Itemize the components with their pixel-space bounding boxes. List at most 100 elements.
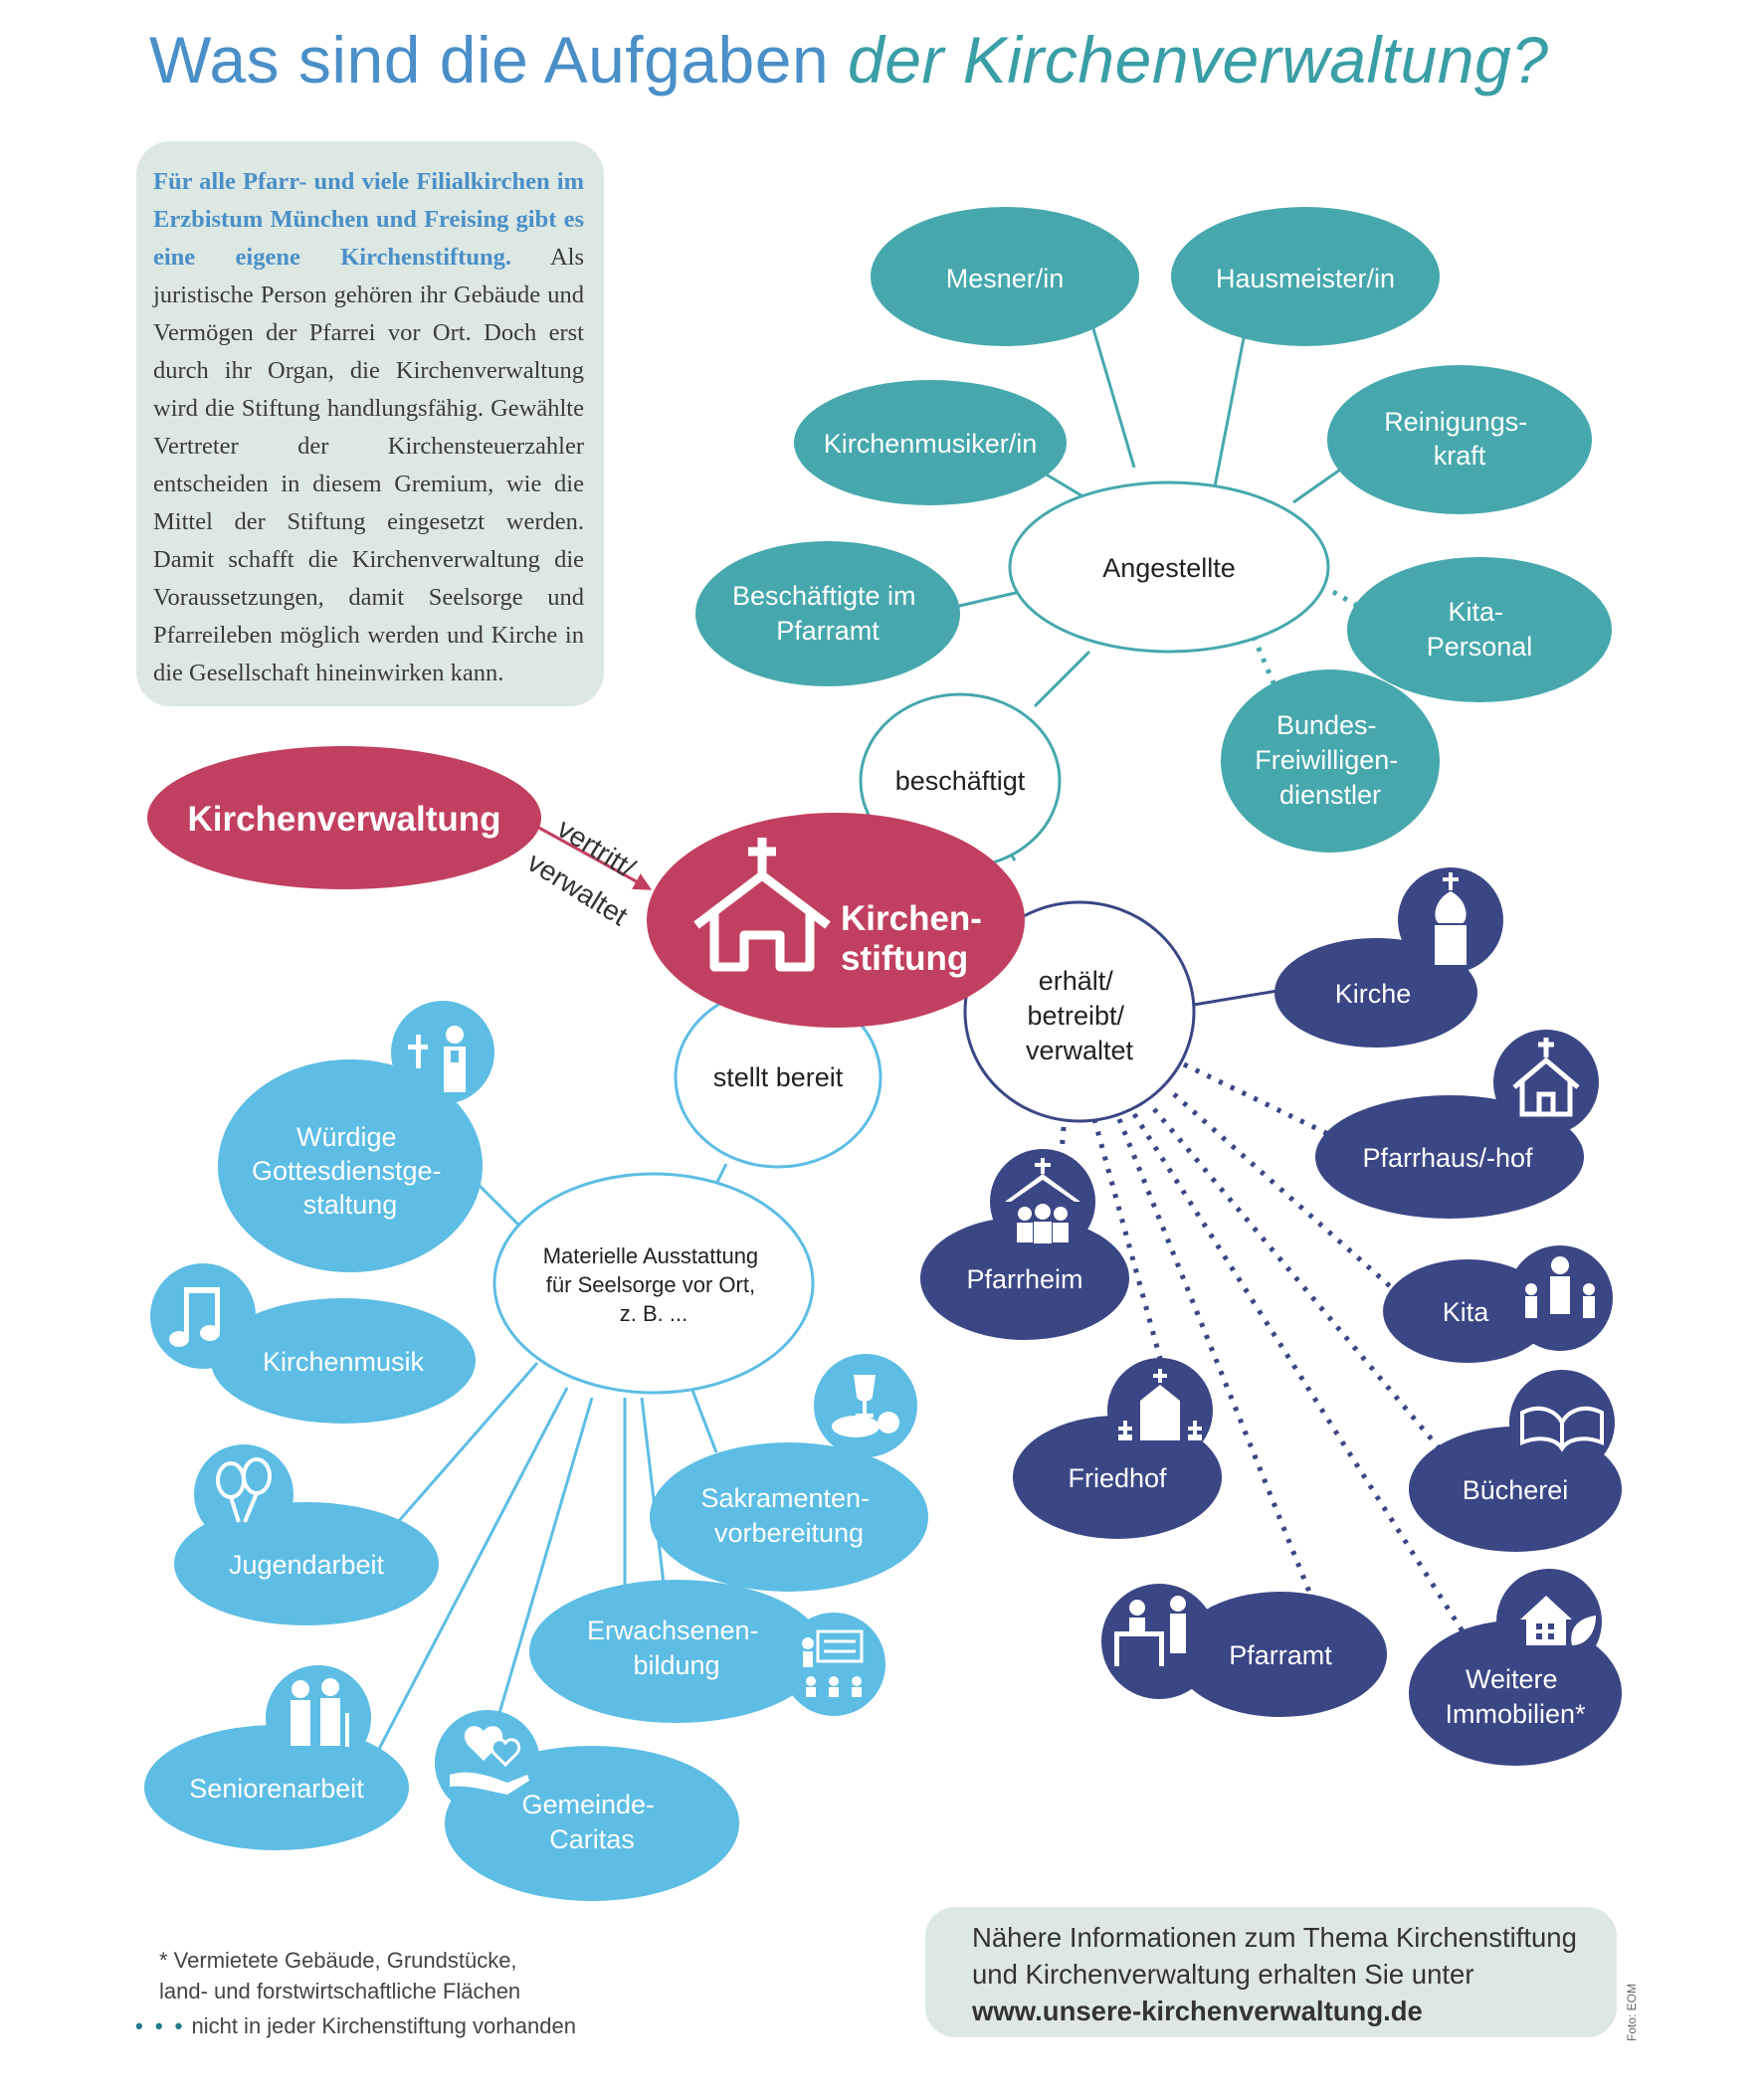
jugendarbeit-label: Jugendarbeit xyxy=(229,1550,385,1580)
node-gemeinde-caritas: Gemeinde- Caritas xyxy=(435,1710,739,1901)
node-pfarrhaus: Pfarrhaus/-hof xyxy=(1315,1030,1599,1219)
house-with-cross-icon xyxy=(1512,1038,1580,1117)
house-with-leaf-icon xyxy=(1520,1596,1596,1645)
erhaelt-label: erhält/ betreibt/ verwaltet xyxy=(1026,966,1134,1065)
reinigung-line-2: kraft xyxy=(1434,441,1486,471)
kirchenmusiker-label: Kirchenmusiker/in xyxy=(824,429,1038,459)
elderly-couple-icon xyxy=(291,1678,349,1747)
gottesdienst-label: Würdige Gottesdienstge- staltung xyxy=(252,1122,449,1220)
title-part2: der Kirchenverwaltung? xyxy=(848,23,1549,96)
materielle-line-1: Materielle Ausstattung xyxy=(543,1243,758,1268)
node-kita: Kita xyxy=(1383,1245,1613,1363)
stellt-bereit-label: stellt bereit xyxy=(713,1062,844,1092)
node-friedhof: Friedhof xyxy=(1013,1358,1222,1539)
info-url-link[interactable]: www.unsere-kirchenverwaltung.de xyxy=(972,1996,1423,2026)
mesner-label: Mesner/in xyxy=(946,264,1065,293)
footnote-star: * Vermietete Gebäude, Grundstücke, land-… xyxy=(159,1948,521,2003)
erhaelt-line-1: erhält/ xyxy=(1039,966,1114,996)
intro-textbox: Für alle Pfarr- und viele Filialkirchen … xyxy=(136,141,604,706)
kita-label: Kita xyxy=(1443,1297,1490,1327)
beschaeftigte-line-2: Pfarramt xyxy=(776,616,880,646)
reinigung-line-1: Reinigungs- xyxy=(1384,407,1527,437)
hands-hearts-icon xyxy=(450,1726,529,1795)
angestellte-hub xyxy=(1008,480,1330,654)
beschaeftigte-line-1: Beschäftigte im xyxy=(732,581,916,611)
node-hausmeister: Hausmeister/in xyxy=(1171,207,1440,346)
activity-nodes: Würdige Gottesdienstge- staltung Kirchen… xyxy=(144,1001,928,1901)
dotted-line-legend-icon: • • • xyxy=(135,2013,186,2038)
beschaeftigt-label: beschäftigt xyxy=(895,766,1026,796)
materielle-label: Materielle Ausstattung für Seelsorge vor… xyxy=(543,1243,765,1326)
kirchenverwaltung-node xyxy=(147,746,541,889)
staff-nodes: Mesner/in Hausmeister/in Kirchenmusiker/… xyxy=(695,207,1612,853)
node-beschaeftigte-pfarramt: Beschäftigte im Pfarramt xyxy=(695,541,960,686)
node-weitere-immobilien: Weitere Immobilien* xyxy=(1409,1569,1622,1766)
erwachsenen-label: Erwachsenen- bildung xyxy=(587,1616,766,1680)
erhaelt-hub xyxy=(963,900,1196,1123)
kirchenstiftung-line-2: stiftung xyxy=(841,939,968,978)
materielle-line-2: für Seelsorge vor Ort, xyxy=(546,1272,755,1297)
intro-body: Als juristische Person gehören ihr Gebäu… xyxy=(153,244,584,686)
open-book-icon xyxy=(1520,1406,1604,1452)
materielle-line-3: z. B. ... xyxy=(620,1301,687,1326)
chalice-bread-icon xyxy=(832,1375,899,1437)
cemetery-chapel-icon xyxy=(1118,1369,1202,1440)
gottesdienst-line-2: Gottesdienstge- xyxy=(252,1156,442,1186)
node-erwachsenenbildung: Erwachsenen- bildung xyxy=(529,1580,885,1723)
erhaelt-line-3: verwaltet xyxy=(1026,1036,1134,1065)
classroom-icon xyxy=(802,1629,864,1697)
info-text: Nähere Informationen zum Thema Kirchenst… xyxy=(972,1922,1577,1990)
sakramente-line-2: vorbereitung xyxy=(714,1518,864,1548)
bundesfreiwillige-line-1: Bundes- xyxy=(1276,710,1377,740)
kirchenverwaltung-label: Kirchenverwaltung xyxy=(187,800,500,839)
caritas-label: Gemeinde- Caritas xyxy=(521,1790,662,1854)
angestellte-label: Angestellte xyxy=(1102,553,1236,583)
gottesdienst-line-1: Würdige xyxy=(296,1122,397,1152)
kirche-label: Kirche xyxy=(1335,979,1412,1009)
node-kita-personal: Kita- Personal xyxy=(1347,557,1612,702)
church-with-group-icon xyxy=(1005,1158,1080,1243)
kita-personal-line-2: Personal xyxy=(1427,632,1533,662)
pfarrheim-label: Pfarrheim xyxy=(966,1264,1082,1294)
hausmeister-label: Hausmeister/in xyxy=(1216,264,1395,293)
buecherei-label: Bücherei xyxy=(1463,1475,1569,1505)
kita-personal-label: Kita- Personal xyxy=(1427,597,1533,662)
sakramente-label: Sakramenten- vorbereitung xyxy=(700,1483,877,1548)
reinigung-label: Reinigungs- kraft xyxy=(1384,407,1535,471)
kirchenmusik-label: Kirchenmusik xyxy=(263,1347,425,1377)
node-reinigungskraft: Reinigungs- kraft xyxy=(1327,365,1592,514)
beschaeftigte-label: Beschäftigte im Pfarramt xyxy=(732,581,923,646)
property-nodes: Kirche Pfarrhaus/-hof Pfarrheim xyxy=(920,867,1622,1766)
weitere-line-2: Immobilien* xyxy=(1445,1699,1586,1729)
intro-highlight: Für alle Pfarr- und viele Filialkirchen … xyxy=(153,168,584,271)
node-kirchenmusiker: Kirchenmusiker/in xyxy=(794,380,1067,505)
node-kirchenmusik: Kirchenmusik xyxy=(150,1263,476,1424)
photo-credit: Foto: EOM xyxy=(1625,1983,1639,2041)
materielle-hub xyxy=(492,1172,815,1395)
kirchenstiftung-line-1: Kirchen- xyxy=(841,899,982,938)
node-pfarrheim: Pfarrheim xyxy=(920,1149,1129,1340)
page-title: Was sind die Aufgaben der Kirchenverwalt… xyxy=(149,22,1548,97)
erhaelt-line-2: betreibt/ xyxy=(1027,1001,1124,1031)
balloons-icon xyxy=(216,1457,272,1523)
weitere-line-1: Weitere xyxy=(1466,1664,1558,1694)
erwachsenen-line-1: Erwachsenen- xyxy=(587,1616,759,1645)
node-jugendarbeit: Jugendarbeit xyxy=(174,1444,439,1625)
node-mesner: Mesner/in xyxy=(871,207,1139,346)
office-desk-icon xyxy=(1114,1596,1186,1666)
kirchenstiftung-label: Kirchen- stiftung xyxy=(841,899,992,978)
node-pfarramt: Pfarramt xyxy=(1101,1584,1387,1717)
node-kirche: Kirche xyxy=(1274,867,1503,1048)
bundesfreiwillige-label: Bundes- Freiwilligen- dienstler xyxy=(1255,710,1406,810)
senioren-label: Seniorenarbeit xyxy=(189,1774,364,1804)
sakramente-line-1: Sakramenten- xyxy=(700,1483,870,1513)
node-bundesfreiwillige: Bundes- Freiwilligen- dienstler xyxy=(1221,669,1440,853)
church-icon xyxy=(693,838,831,972)
kirchenstiftung-node xyxy=(647,813,1025,1028)
priest-cross-icon xyxy=(408,1026,466,1092)
music-notes-icon xyxy=(169,1287,220,1347)
node-buecherei: Bücherei xyxy=(1409,1370,1622,1552)
pfarramt-label: Pfarramt xyxy=(1229,1640,1332,1670)
caritas-line-2: Caritas xyxy=(549,1824,635,1854)
pfarrhaus-label: Pfarrhaus/-hof xyxy=(1362,1143,1533,1173)
